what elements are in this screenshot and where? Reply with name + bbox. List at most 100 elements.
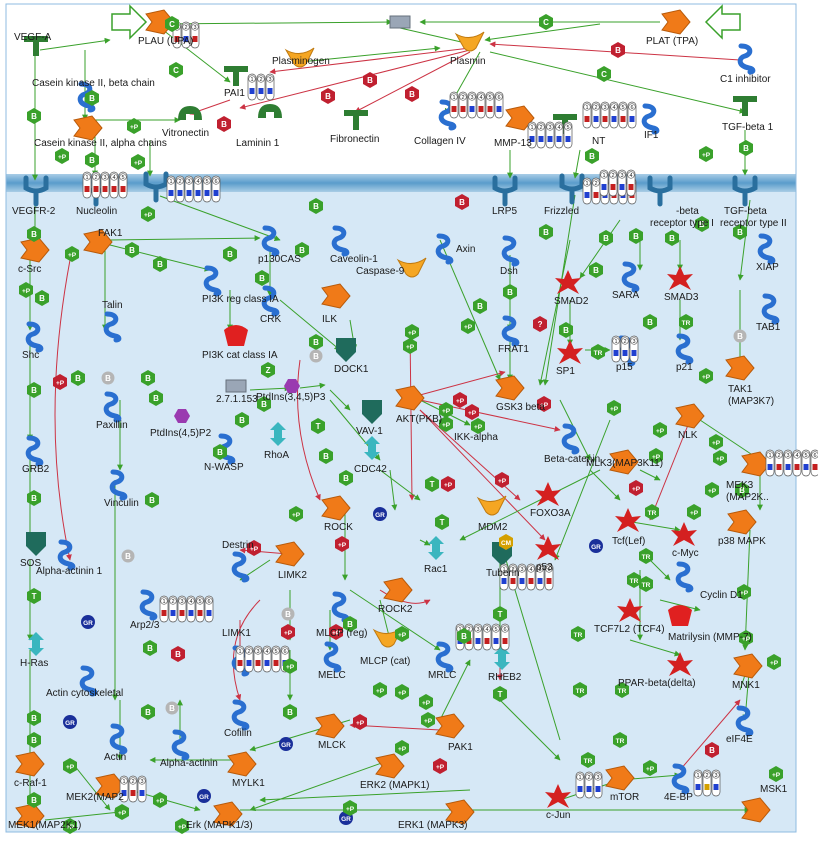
akt-node[interactable] — [395, 385, 425, 411]
limk2-node[interactable] — [275, 541, 305, 567]
cofilin-node[interactable] — [231, 699, 250, 731]
fak1-node[interactable] — [83, 229, 113, 255]
mechanism-badge-binding[interactable]: B — [309, 198, 323, 214]
mechanism-badge-phos[interactable]: +P — [335, 536, 349, 552]
crk-node[interactable] — [261, 285, 280, 317]
xiap-node[interactable] — [757, 233, 776, 265]
mechanism-badge-binding[interactable]: B — [643, 314, 657, 330]
mek3-node[interactable] — [741, 451, 771, 477]
mechanism-badge-binding[interactable]: B — [281, 607, 295, 621]
mechanism-badge-binding[interactable]: B — [599, 230, 613, 246]
mechanism-badge-binding[interactable]: B — [27, 382, 41, 398]
mlck-node[interactable] — [315, 713, 345, 739]
mechanism-badge-binding[interactable]: B — [143, 640, 157, 656]
mechanism-badge-phos[interactable]: +P — [65, 246, 79, 262]
mechanism-badge-phos[interactable]: +P — [153, 792, 167, 808]
mechanism-badge-binding[interactable]: B — [695, 216, 709, 232]
mechanism-badge-binding[interactable]: B — [257, 396, 271, 412]
mechanism-badge-binding[interactable]: B — [141, 704, 155, 720]
mechanism-badge-phos[interactable]: +P — [767, 654, 781, 670]
smad3-node[interactable] — [667, 266, 693, 290]
mechanism-badge-phos[interactable]: +P — [55, 148, 69, 164]
plat-node[interactable] — [661, 9, 691, 35]
talin-node[interactable] — [103, 311, 122, 343]
mechanism-badge-transcr[interactable]: TR — [613, 732, 627, 748]
mechanism-badge-phos[interactable]: +P — [439, 416, 453, 432]
mechanism-badge-phos[interactable]: +P — [395, 684, 409, 700]
mechanism-badge-transcr[interactable]: TR — [573, 682, 587, 698]
vav1-node[interactable] — [362, 400, 382, 424]
mechanism-badge-binding[interactable]: B — [125, 242, 139, 258]
rock2-node[interactable] — [383, 577, 413, 603]
mechanism-badge-cm[interactable]: CM — [499, 534, 513, 550]
mechanism-badge-binding[interactable]: B — [27, 792, 41, 808]
frat1-node[interactable] — [501, 315, 520, 347]
dsh-node[interactable] — [501, 235, 520, 267]
mechanism-badge-cleave[interactable]: C — [165, 16, 179, 32]
mechanism-badge-transcr[interactable]: TR — [591, 344, 605, 360]
mechanism-badge-binding[interactable]: B — [629, 228, 643, 244]
mechanism-badge-cleave[interactable]: C — [169, 62, 183, 78]
mdm2-node[interactable] — [476, 495, 507, 516]
mechanism-badge-phos[interactable]: +P — [127, 118, 141, 134]
tgfbr1-node[interactable] — [647, 175, 673, 207]
mechanism-badge-binding[interactable]: B — [283, 704, 297, 720]
tcf-lef-node[interactable] — [615, 508, 641, 532]
mechanism-badge-gr[interactable]: GR — [63, 715, 77, 729]
mechanism-badge-binding[interactable]: B — [559, 322, 573, 338]
mechanism-badge-cleave[interactable]: C — [597, 66, 611, 82]
mechanism-badge-transcr[interactable]: TR — [639, 576, 653, 592]
mechanism-badge-phos[interactable]: +P — [63, 818, 77, 834]
mechanism-badge-phos[interactable]: +P — [403, 338, 417, 354]
mechanism-badge-binding[interactable]: B — [665, 230, 679, 246]
alpha-actinin1-node[interactable] — [57, 539, 76, 571]
c-raf1-node[interactable] — [15, 751, 45, 777]
vegfr2-node[interactable] — [23, 175, 49, 207]
mechanism-badge-tech[interactable]: T — [27, 588, 41, 604]
cdc42-node[interactable] — [364, 436, 380, 460]
tak1-node[interactable] — [725, 355, 755, 381]
mechanism-badge-unknown[interactable]: ? — [533, 316, 547, 332]
mechanism-badge-phos[interactable]: +P — [63, 758, 77, 774]
mmp13-node[interactable] — [505, 105, 535, 131]
tgfb1-node[interactable] — [733, 96, 757, 116]
vitronectin-node[interactable] — [178, 106, 202, 120]
mechanism-badge-phos[interactable]: +P — [653, 422, 667, 438]
tgfbr2-node[interactable] — [732, 175, 758, 207]
mechanism-badge-phos[interactable]: +P — [495, 472, 509, 488]
mechanism-badge-transcr[interactable]: TR — [639, 548, 653, 564]
mechanism-badge-phos[interactable]: +P — [649, 448, 663, 464]
mechanism-badge-phos[interactable]: +P — [283, 658, 297, 674]
mechanism-badge-gr[interactable]: GR — [373, 507, 387, 521]
grb2-node[interactable] — [25, 435, 44, 467]
mechanism-badge-phos[interactable]: +P — [141, 206, 155, 222]
mechanism-badge-binding[interactable]: B — [165, 701, 179, 715]
erk1-node[interactable] — [445, 799, 475, 825]
matrilysin-node[interactable] — [668, 605, 692, 626]
mechanism-badge-tech[interactable]: T — [493, 606, 507, 622]
mechanism-badge-cleave[interactable]: C — [539, 14, 553, 30]
mechanism-badge-binding[interactable]: B — [733, 329, 747, 343]
axin-node[interactable] — [435, 233, 454, 265]
rock-node[interactable] — [321, 495, 351, 521]
mechanism-badge-binding[interactable]: B — [319, 448, 333, 464]
melc-node[interactable] — [323, 641, 342, 673]
mechanism-badge-binding[interactable]: B — [473, 298, 487, 314]
mechanism-badge-tech[interactable]: T — [311, 418, 325, 434]
vinculin-node[interactable] — [109, 469, 128, 501]
nlk-node[interactable] — [675, 403, 705, 429]
pak1-node[interactable] — [435, 713, 465, 739]
pi3k-cat-node[interactable] — [224, 325, 248, 346]
mechanism-badge-binding[interactable]: B — [309, 334, 323, 350]
mechanism-badge-phos[interactable]: +P — [19, 282, 33, 298]
mechanism-badge-phos[interactable]: +P — [353, 714, 367, 730]
mechanism-badge-phos[interactable]: +P — [709, 434, 723, 450]
mechanism-badge-gr[interactable]: GR — [197, 789, 211, 803]
complex-node[interactable] — [389, 15, 411, 29]
mechanism-badge-binding[interactable]: B — [455, 194, 469, 210]
mechanism-badge-binding[interactable]: B — [71, 370, 85, 386]
mechanism-badge-phos[interactable]: +P — [441, 476, 455, 492]
mechanism-badge-phos[interactable]: +P — [537, 396, 551, 412]
mechanism-badge-binding[interactable]: B — [171, 646, 185, 662]
mechanism-badge-phos[interactable]: +P — [405, 324, 419, 340]
